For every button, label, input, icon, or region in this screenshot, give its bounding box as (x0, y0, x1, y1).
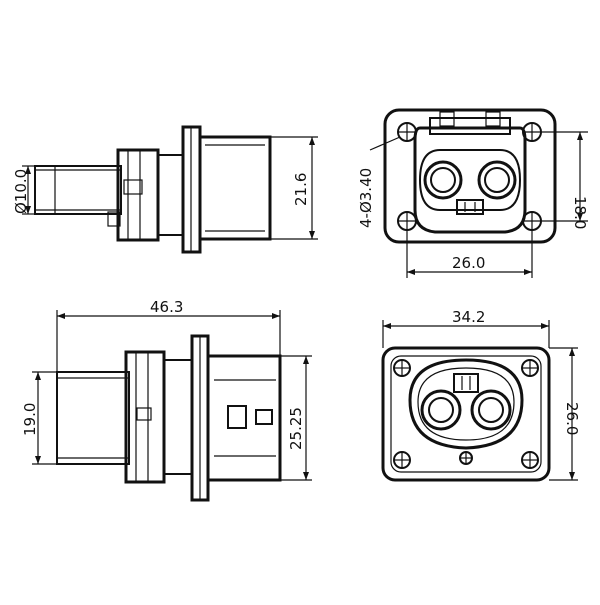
dim-overall-length: 46.3 (150, 298, 183, 316)
dim-pin-dia: Ø10.0 (12, 169, 30, 214)
signal-pins-rear (456, 199, 484, 215)
dim-flange-height: 26.0 (563, 402, 581, 435)
front-flange (381, 346, 551, 482)
dim-hole-callout: 4-Ø3.40 (357, 168, 375, 228)
front-housing (198, 135, 272, 241)
dim-housing-height: 25.25 (287, 407, 305, 450)
dim-hole-spacing: 18.0 (571, 196, 589, 229)
mid-body-2 (163, 359, 193, 475)
latch-tab (123, 179, 143, 195)
body-tube (56, 371, 130, 465)
rear-housing (116, 148, 160, 242)
side-view-bottom: 46.3 19.0 25.25 (21, 298, 312, 502)
mounting-holes-front (393, 359, 539, 469)
front-socket-outline (408, 358, 524, 450)
front-housing-2 (206, 354, 282, 482)
rear-bore (418, 149, 522, 211)
signal-pins-front (453, 373, 479, 393)
dim-body-dia: 19.0 (21, 403, 39, 436)
rear-flange (383, 108, 557, 244)
dim-front-width: 26.0 (452, 254, 485, 272)
mid-body (157, 154, 184, 236)
side-view-top: Ø10.0 21.6 (12, 125, 318, 254)
pin-tube (34, 165, 122, 215)
rear-housing-2 (124, 350, 166, 484)
rear-housing-outline (413, 126, 527, 234)
dim-flange-width: 34.2 (452, 308, 485, 326)
dim-side-height: 21.6 (292, 173, 310, 206)
rear-view-top: 4-Ø3.40 18.0 26.0 (357, 108, 589, 278)
front-view-bottom: 34.2 26.0 (381, 308, 581, 482)
